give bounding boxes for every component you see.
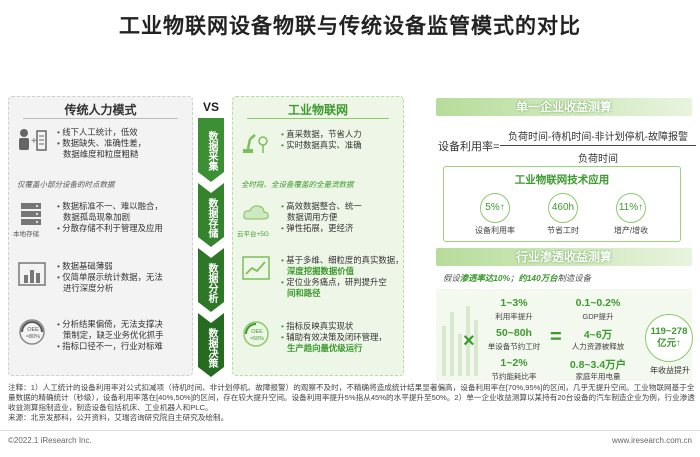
cloud-5g-label: 云平台+5G [237,231,269,238]
bullet: 分析结果偏倚，无法支撑决 [57,319,186,330]
stat-hours-value: 50~80h [496,327,532,339]
worker-clipboard-icon: + [19,129,47,151]
single-enterprise-title: 单一企业收益测算 [515,100,612,114]
output-circle: 11%↑ [616,193,646,223]
stat-energy-value: 1~2% [500,357,528,369]
bullet: 线下人工统计，低效 [57,127,186,138]
utilization-label: 设备利用率 [475,226,515,235]
bullet: 仅简单展示统计数据，无法 [57,272,186,283]
stat-gdp-value: 0.1~0.2% [575,297,621,309]
bullet: 实时数据真实、准确 [281,140,397,151]
tech-application-box: 工业物联网技术应用 5%↑ 设备利用率 460h 节省工时 11%↑ 增产/增收 [443,166,681,242]
oee-gauge-label: OEE ≈50% [249,329,265,342]
svg-text:+: + [31,136,37,147]
arrow-collect: 数据采集 [198,118,224,182]
footer-url: www.iresearch.com.cn [611,436,692,445]
analytics-icon [242,256,270,280]
bullet: 指标反映真实现状 [281,321,397,332]
arrow-decide: 数据决策 [198,313,224,377]
tech-title: 工业物联网技术应用 [514,174,610,186]
process-arrows: 数据采集 数据存储 数据分析 数据决策 [198,118,224,378]
annual-gain-circle: 119~278亿元↑ [645,314,693,362]
stat-electricity-label: 家庭年用电量 [575,372,621,381]
single-enterprise-bar: 单一企业收益测算 [436,98,692,116]
stat-utilization-label: 利用率提升 [495,312,533,321]
oee-gauge-icon [19,319,45,345]
assumption-text: 假设渗透率达10%；约140万台制造设备 [443,272,591,284]
assume-count: 约140万台 [518,273,558,283]
oee-gauge-label: OEE ≈80% [25,327,41,340]
bullet-cont: 数据孤岛现象加剧 [63,212,130,222]
output-label: 增产/增收 [613,226,649,235]
robot-arm-sensor-icon [243,134,268,153]
bar-chart-icon [18,262,46,286]
formula-label: 设备利用率= [438,141,500,153]
bullet-cont: 数据维度和粒度粗糙 [63,149,139,159]
bullet-cont: 生产趋向最优级运行 [287,343,363,353]
stat-electricity-value: 0.8~3.4万户 [569,359,627,371]
arrow-store: 数据存储 [198,183,224,247]
bullet-cont: 策制定，缺乏业务优化抓手 [63,330,164,340]
multiply-sign: × [463,330,475,352]
local-storage-icon [21,203,41,225]
iot-heading: 工业物联网 [287,103,348,117]
hours-circle: 460h [548,193,578,223]
cloud-5g-icon [243,205,269,220]
stat-utilization-value: 1~3% [500,297,528,309]
bullet-cont: 深度挖掘数据价值 [287,266,354,276]
bullet: 弹性拓展，更经济 [281,223,397,234]
stat-energy-label: 节约能耗比率 [491,372,537,381]
utilization-circle: 5%↑ [480,193,510,223]
annual-gain-label: 年收益提升 [650,366,690,375]
industry-penetration-title: 行业渗透收益测算 [515,250,612,264]
local-storage-label: 本地存储 [13,231,39,238]
note-text: 注释：1）人工统计的设备利用率对公式扣减项（待机时间、非计划停机、故障报警）的观… [8,383,695,412]
assume-suffix: 制造设备 [557,273,592,283]
formula-denominator: 负荷时间 [578,154,618,165]
oee-gauge-icon [243,321,269,347]
bullet: 辅助有效决策及闭环管理， [281,332,397,343]
coverage-note: 全时段、全设备覆盖的全量流数据 [241,180,354,189]
stat-hours-label: 单设备节约工时 [487,342,541,351]
bullet-cont: 数据调用方便 [287,212,338,222]
hours-label: 节省工时 [547,226,579,235]
bullet: 指标口径不一，行业对标难 [57,341,186,352]
footnote: 注释：1）人工统计的设备利用率对公式扣减项（待机时间、非计划停机、故障报警）的观… [8,383,696,423]
assume-prefix: 假设 [443,273,460,283]
traditional-heading: 传统人力模式 [64,103,137,117]
bullet-cont: 间和路径 [287,288,321,298]
formula-divider [500,145,696,146]
bullet: 数据基础薄弱 [57,261,186,272]
coverage-note: 仅覆盖小部分设备的时点数据 [17,180,115,189]
bullet-cont: 进行深度分析 [63,283,114,293]
bullet: 基于多维、细粒度的真实数据， [281,255,403,266]
footer-copyright: ©2022.1 iResearch Inc. [8,436,92,445]
assume-mid: ； [510,273,519,283]
footer-divider [0,430,700,431]
industry-penetration-bar: 行业渗透收益测算 [436,248,692,266]
bullet: 直采数据，节省人力 [281,129,397,140]
assume-rate: 渗透率达10% [459,273,511,283]
stat-labor-label: 人力资源被释放 [571,342,625,351]
traditional-panel: 传统人力模式 + 线下人工统计，低效 数据缺失、准确性差， 数据维度和粒度粗糙 … [8,96,193,376]
bullet: 高效数据整合、统一 [281,201,397,212]
source-text: 来源：北京发那科，公开资料，艾瑞咨询研究院自主研究及绘制。 [8,413,229,422]
bullet: 数据缺失、准确性差， [57,138,186,149]
formula-numerator: 负荷时间-待机时间-非计划停机-故障报警 [508,132,688,143]
stat-labor-value: 4~6万 [583,329,613,341]
vs-label: VS [202,100,219,114]
bullet: 定位业务痛点，研判提升空 [281,277,397,288]
bullet: 分散存储不利于管理及应用 [57,223,186,234]
arrow-analyze: 数据分析 [198,248,224,312]
equals-sign: = [550,326,562,348]
bullet: 数据标准不一、难以融合， [57,201,186,212]
stat-gdp-label: GDP提升 [582,312,614,321]
page-title: 工业物联网设备物联与传统设备监管模式的对比 [119,15,581,38]
iot-panel: 工业物联网 直采数据，节省人力 实时数据真实、准确 全时段、全设备覆盖的全量流数… [232,96,404,376]
heading-divider [247,118,389,119]
heading-divider [23,118,178,119]
decorative-bars [440,296,484,376]
